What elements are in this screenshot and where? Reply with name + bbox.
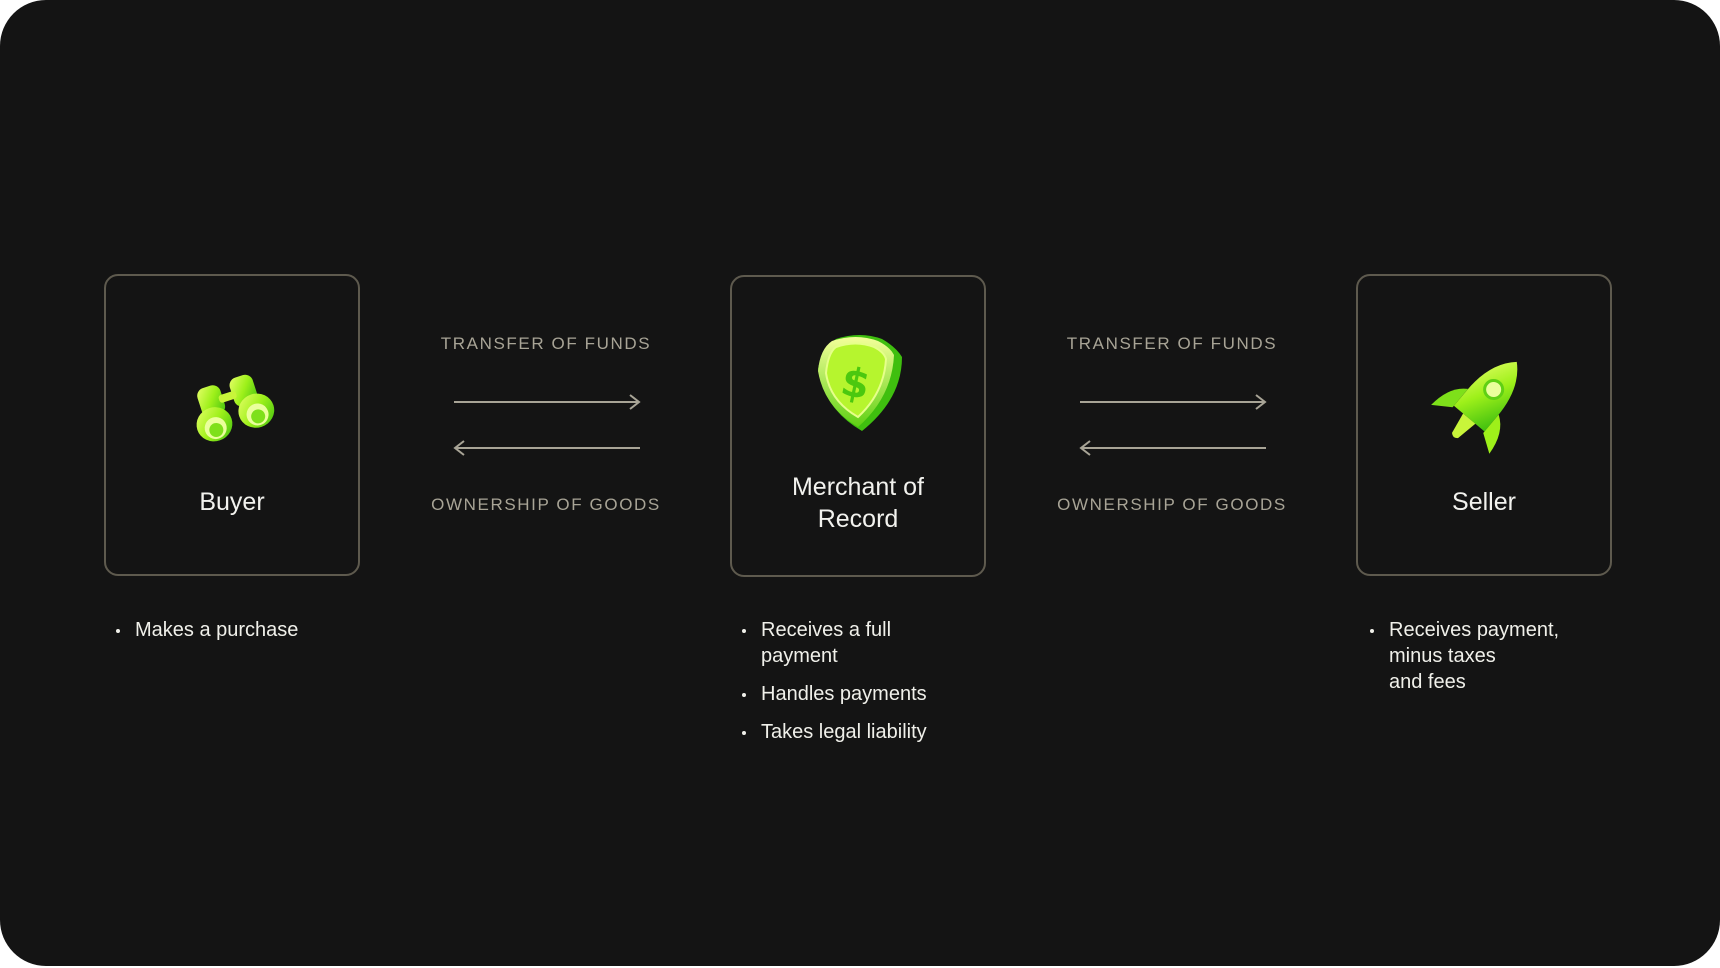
seller-title: Seller <box>1452 488 1516 516</box>
merchant-title: Merchant of Record <box>791 473 924 533</box>
list-item: Receives payment, minus taxes and fees <box>1369 617 1629 695</box>
arrow-left-icon <box>1079 440 1266 456</box>
list-item: Takes legal liability <box>741 719 1001 745</box>
seller-bullets: Receives payment, minus taxes and fees <box>1369 617 1629 707</box>
seller-card: Seller <box>1356 274 1612 576</box>
arrow-right-icon <box>454 394 641 410</box>
rocket-icon <box>1431 361 1518 454</box>
list-item: Receives a full payment <box>741 617 1001 669</box>
flow-1-top-label: TRANSFER OF FUNDS <box>440 334 652 353</box>
shield-dollar-icon: $ <box>818 335 902 431</box>
list-item: Makes a purchase <box>115 617 375 643</box>
buyer-title: Buyer <box>199 488 265 516</box>
merchant-bullets: Receives a full payment Handles payments… <box>741 617 1001 757</box>
list-item: Handles payments <box>741 681 1001 707</box>
flow-2-bottom-label: OWNERSHIP OF GOODS <box>1057 495 1287 514</box>
buyer-bullets: Makes a purchase <box>115 617 375 655</box>
flow-2-top-label: TRANSFER OF FUNDS <box>1066 334 1278 353</box>
merchant-card: $ Merchant of Record <box>730 275 986 577</box>
arrow-left-icon <box>453 440 640 456</box>
flow-1-bottom-label: OWNERSHIP OF GOODS <box>431 495 661 514</box>
arrow-right-icon <box>1080 394 1267 410</box>
binoculars-icon <box>196 374 275 442</box>
buyer-card: Buyer <box>104 274 360 576</box>
